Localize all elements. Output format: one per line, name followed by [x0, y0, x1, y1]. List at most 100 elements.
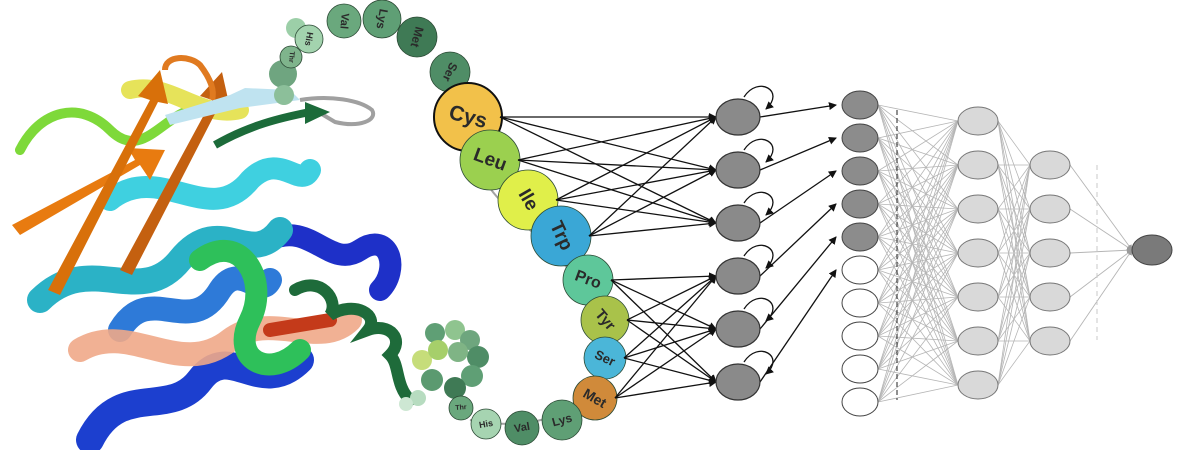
chain-arrow: [588, 169, 717, 237]
chain-arrow: [626, 275, 717, 321]
recurrent-node: [715, 310, 761, 348]
input-node-light: [841, 354, 879, 384]
network-edge: [1069, 249, 1133, 342]
helix-teal: [27, 217, 293, 313]
network-edge: [877, 120, 959, 271]
recurrent-node: [715, 151, 761, 189]
loop-yellow: [121, 79, 249, 121]
network-edge: [1069, 208, 1133, 251]
network-edge: [877, 137, 959, 166]
network-edge: [877, 170, 959, 210]
network-edge: [877, 296, 959, 304]
chain-to-recurrent-arrows: [499, 113, 717, 399]
network-edge: [877, 208, 959, 403]
input-node-dark: [841, 189, 879, 219]
hidden-layer-1-node: [957, 150, 999, 180]
main-bead-7-ser: Ser: [583, 336, 627, 380]
chain-arrow: [588, 116, 717, 237]
upper-bead-lys: Lys: [362, 0, 402, 39]
lower-bead-thr: Thr: [448, 395, 474, 421]
input-node-light: [841, 255, 879, 285]
network-edge: [877, 296, 959, 403]
network-edge: [877, 164, 959, 370]
hidden-layer-2-node: [1029, 150, 1071, 180]
network-edge: [877, 203, 959, 210]
network-edge: [877, 120, 959, 238]
lower-bead-val-circle: [504, 410, 540, 446]
helix-red: [263, 313, 337, 337]
chain-arrow: [555, 116, 717, 201]
chain-arrow: [626, 319, 717, 383]
network-edge: [877, 164, 959, 238]
network-edge: [997, 208, 1031, 386]
beta-strand-2: [48, 70, 168, 295]
recurrent-self-loop: [743, 297, 774, 322]
lower-bead-his-circle: [470, 408, 502, 440]
hidden-layer-1-node: [957, 238, 999, 268]
loop-lime: [15, 105, 195, 155]
beta-strand-light-blue: [165, 88, 300, 125]
dark-green-coil: [289, 279, 416, 406]
chain-arrow: [623, 275, 717, 359]
upper-bead-thr-circle: [279, 45, 303, 69]
network-edge: [877, 104, 959, 166]
lower-bead-lys-circle: [541, 399, 583, 441]
network-edge: [877, 208, 959, 271]
upper-bead-met-label: Met: [408, 25, 427, 49]
helix-blue-right: [259, 224, 402, 301]
recurrent-self-loop: [743, 191, 774, 216]
network-edge: [997, 164, 1031, 254]
network-edge: [997, 340, 1031, 386]
network-edge: [877, 335, 959, 342]
network-edges: [759, 102, 1133, 403]
recurrent-self-loop: [743, 138, 774, 163]
network-edge: [877, 120, 959, 205]
network-edge: [877, 384, 959, 403]
chain-arrow: [517, 114, 717, 161]
recurrent-output-arrow: [759, 102, 837, 118]
input-node-light: [841, 288, 879, 318]
network-edge: [877, 164, 959, 304]
lower-bead-lys-label: Lys: [550, 411, 573, 430]
gray-loop: [299, 96, 376, 127]
network-edge: [997, 296, 1031, 386]
network-edge: [877, 208, 959, 238]
protein-structure-illustration: [12, 55, 416, 450]
recurrent-output-arrow: [759, 137, 837, 171]
network-edge: [997, 120, 1031, 166]
network-edge: [877, 164, 959, 403]
hidden-layer-1-node: [957, 194, 999, 224]
network-edge: [877, 104, 959, 210]
network-edge: [877, 252, 959, 403]
input-node-dark: [841, 90, 879, 120]
main-bead-5-pro: Pro: [562, 254, 614, 306]
network-edge: [877, 164, 959, 172]
beta-strand-1: [12, 148, 165, 235]
recurrent-node: [715, 204, 761, 242]
network-edge: [877, 340, 959, 403]
network-edge: [877, 137, 959, 210]
chain-arrow: [623, 327, 717, 359]
main-bead-4-trp: Trp: [530, 205, 592, 267]
coil-bead: [410, 390, 426, 406]
recurrent-output-arrow: [759, 269, 837, 383]
network-edge: [1069, 164, 1133, 251]
network-edge: [877, 120, 959, 370]
network-edge: [877, 104, 959, 122]
coil-bead: [428, 340, 448, 360]
network-edge: [997, 252, 1031, 386]
lower-coil-beads: [399, 320, 489, 411]
upper-bead-val-label: Val: [337, 13, 350, 30]
lower-bead-his-label: His: [478, 418, 494, 430]
network-edge: [877, 340, 959, 370]
network-edge: [877, 252, 959, 370]
chain-arrow: [610, 279, 717, 383]
coil-bead: [412, 350, 432, 370]
chain-arrow: [623, 357, 717, 385]
upper-bead-lys-circle: [362, 0, 402, 39]
network-edge: [877, 208, 959, 304]
hidden-layer-2-node: [1029, 282, 1071, 312]
helix-salmon: [68, 308, 362, 367]
lower-bead-thr-label: Thr: [455, 404, 467, 412]
